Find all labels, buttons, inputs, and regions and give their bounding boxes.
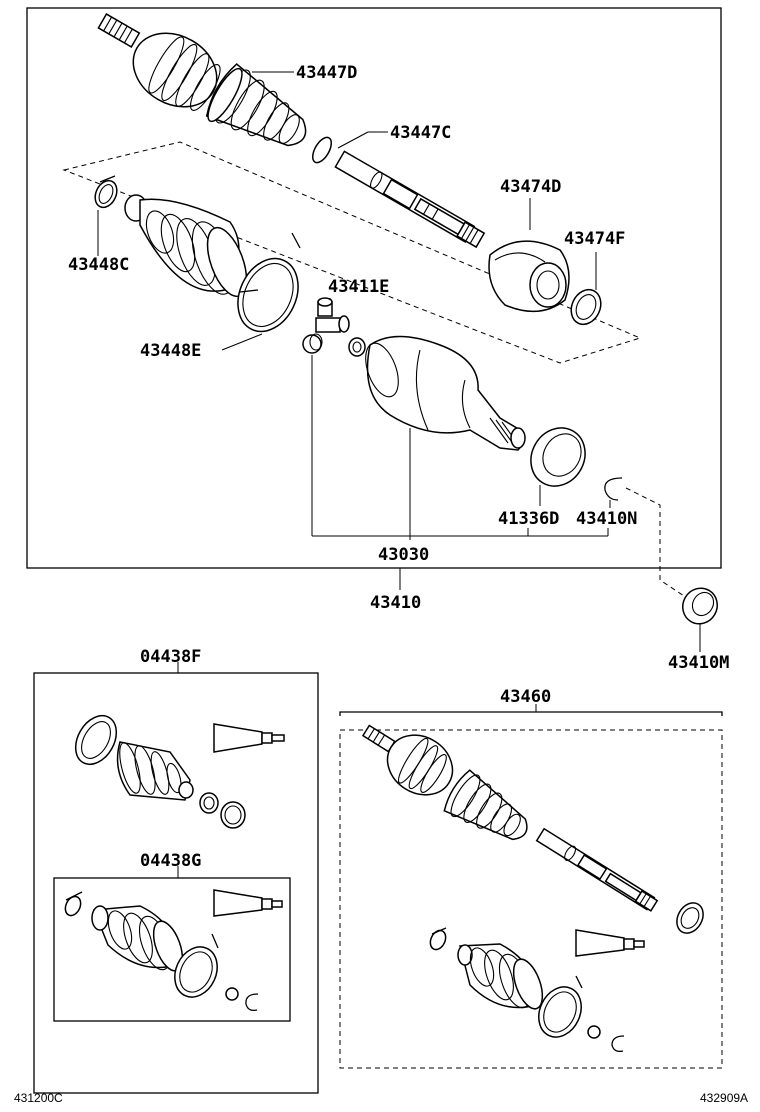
label-43474D: 43474D bbox=[500, 177, 561, 197]
label-43460: 43460 bbox=[500, 687, 551, 707]
label-43411E: 43411E bbox=[328, 277, 389, 297]
label-43410N: 43410N bbox=[576, 509, 637, 529]
label-04438F: 04438F bbox=[140, 647, 201, 667]
large-boot-clamp[interactable] bbox=[227, 232, 310, 341]
boot-kit-frame-04438F bbox=[33, 672, 319, 1094]
main-assembly-frame bbox=[26, 7, 722, 569]
snap-ring[interactable] bbox=[604, 477, 623, 501]
damper-clamp-ring[interactable] bbox=[566, 285, 607, 329]
label-43410M: 43410M bbox=[668, 653, 729, 673]
assembly-dashed-frame-43460 bbox=[339, 729, 723, 1069]
tripod-joint[interactable] bbox=[302, 297, 366, 357]
drive-shaft-bar[interactable] bbox=[334, 150, 486, 249]
separate-oil-seal[interactable] bbox=[676, 582, 723, 630]
boot-kit-outer-parts[interactable] bbox=[67, 708, 285, 829]
footer-code-right: 432909A bbox=[700, 1091, 748, 1105]
drive-shaft-outer-joint[interactable] bbox=[97, 13, 335, 166]
replacement-boot-kit[interactable] bbox=[427, 927, 645, 1053]
label-43447D: 43447D bbox=[296, 63, 357, 83]
footer-code-left: 431200C bbox=[14, 1091, 63, 1105]
boot-kit-inner-parts[interactable] bbox=[62, 889, 283, 1012]
leader-lines-main bbox=[97, 71, 701, 652]
dashed-link-43410M bbox=[625, 487, 691, 601]
label-43410: 43410 bbox=[370, 593, 421, 613]
inner-boot[interactable] bbox=[124, 194, 254, 301]
replacement-shaft-assembly[interactable] bbox=[361, 723, 708, 938]
label-43447C: 43447C bbox=[390, 123, 451, 143]
label-43448C: 43448C bbox=[68, 255, 129, 275]
small-boot-clamp[interactable] bbox=[91, 175, 121, 211]
label-41336D: 41336D bbox=[498, 509, 559, 529]
assembly-bracket-43460 bbox=[339, 711, 723, 716]
label-04438G: 04438G bbox=[140, 851, 201, 871]
label-43030: 43030 bbox=[378, 545, 429, 565]
dynamic-damper[interactable] bbox=[488, 240, 570, 313]
oil-seal[interactable] bbox=[520, 418, 595, 496]
label-43448E: 43448E bbox=[140, 341, 201, 361]
inner-joint-housing[interactable] bbox=[359, 335, 526, 451]
label-43474F: 43474F bbox=[564, 229, 625, 249]
boot-kit-frame-04438G bbox=[53, 877, 291, 1022]
